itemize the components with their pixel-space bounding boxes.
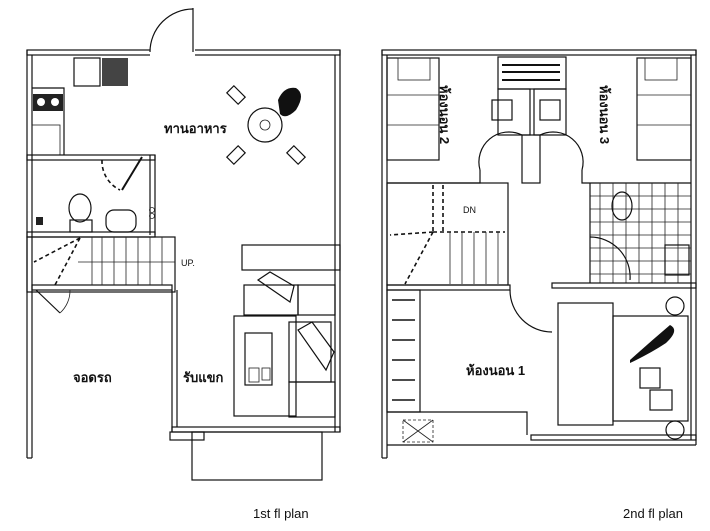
wardrobe [386,289,421,413]
exterior-walls-2f [381,49,697,459]
dish-rack [102,58,128,86]
bedroom3 [539,57,692,184]
room-label-bedroom1: ห้องนอน 1 [466,363,525,378]
stair-down-label: DN [463,205,476,215]
second-floor-plan: DN ห้องนอน 2 ห้องนอน 3 ห้องนอน 1 2nd fl … [381,49,697,521]
dining-set [225,84,307,166]
toilet-2f [611,191,633,221]
desks [491,56,567,184]
bathroom-2f [551,183,697,289]
room-label-parking: จอดรถ [73,370,112,385]
toilet [68,193,92,223]
staircase-2f: DN [386,182,511,291]
first-floor-plan: UP. ทานอาหาร จอดรถ รับแขก [26,8,341,521]
sink [73,57,101,87]
ac-unit [402,419,434,443]
entry-door [149,8,195,57]
floor1-caption: 1st fl plan [253,506,309,521]
staircase-1f: UP. [26,236,195,293]
bed-bench [557,302,614,426]
room-label-bedroom2: ห้องนอน 2 [437,85,452,144]
living-furniture [233,244,341,418]
bedroom1 [386,289,689,440]
stair-up-label: UP. [181,258,195,268]
parking-door [35,289,71,314]
double-bed [612,315,689,422]
kitchen [31,57,128,156]
person-figure-2f [630,325,675,363]
exterior-walls [26,49,341,481]
bathroom-1f [26,154,156,238]
room-label-bedroom3: ห้องนอน 3 [597,85,612,144]
washbasin-2f [664,244,690,276]
room-label-dining: ทานอาหาร [164,121,227,136]
floor2-caption: 2nd fl plan [623,506,683,521]
person-figure [278,87,301,117]
washbasin [105,209,137,233]
room-label-living: รับแขก [183,370,224,385]
